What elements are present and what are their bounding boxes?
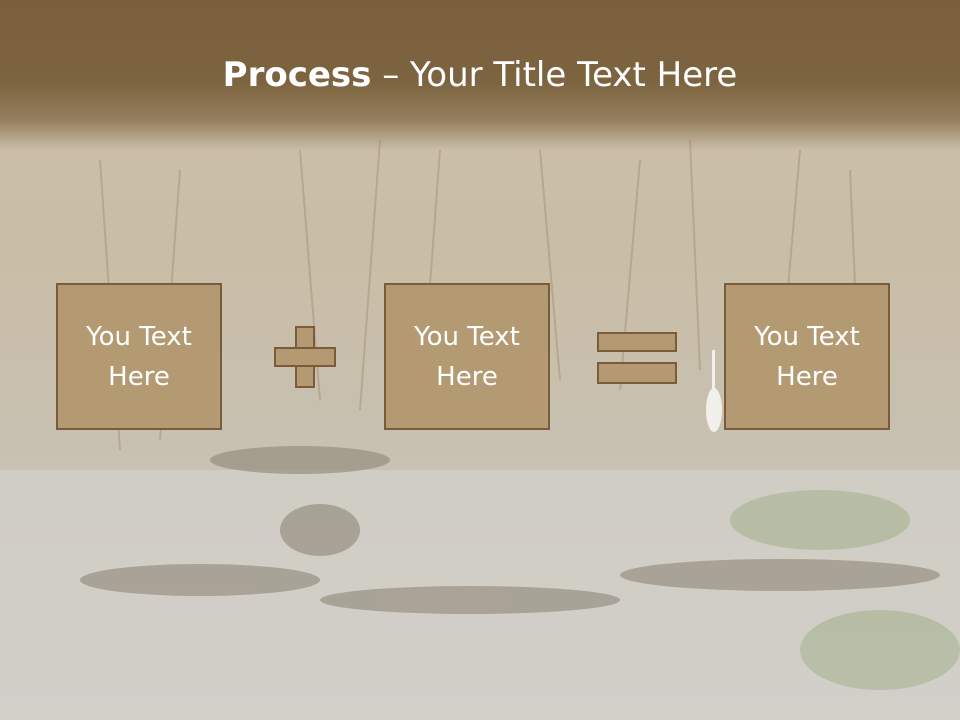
process-box-2-text: You Text Here <box>414 321 520 392</box>
process-box-1-text: You Text Here <box>86 321 192 392</box>
title-bar <box>0 0 960 150</box>
plus-icon <box>274 326 336 388</box>
process-box-1[interactable]: You Text Here <box>56 283 222 430</box>
process-box-2[interactable]: You Text Here <box>384 283 550 430</box>
process-box-3-text: You Text Here <box>754 321 860 392</box>
title-bold: Process <box>222 55 372 95</box>
process-box-3[interactable]: You Text Here <box>724 283 890 430</box>
equals-icon <box>597 332 677 384</box>
title-dash: – <box>371 55 411 95</box>
title-rest: Your Title Text Here <box>410 55 738 95</box>
slide-title[interactable]: Process – Your Title Text Here <box>0 52 960 98</box>
